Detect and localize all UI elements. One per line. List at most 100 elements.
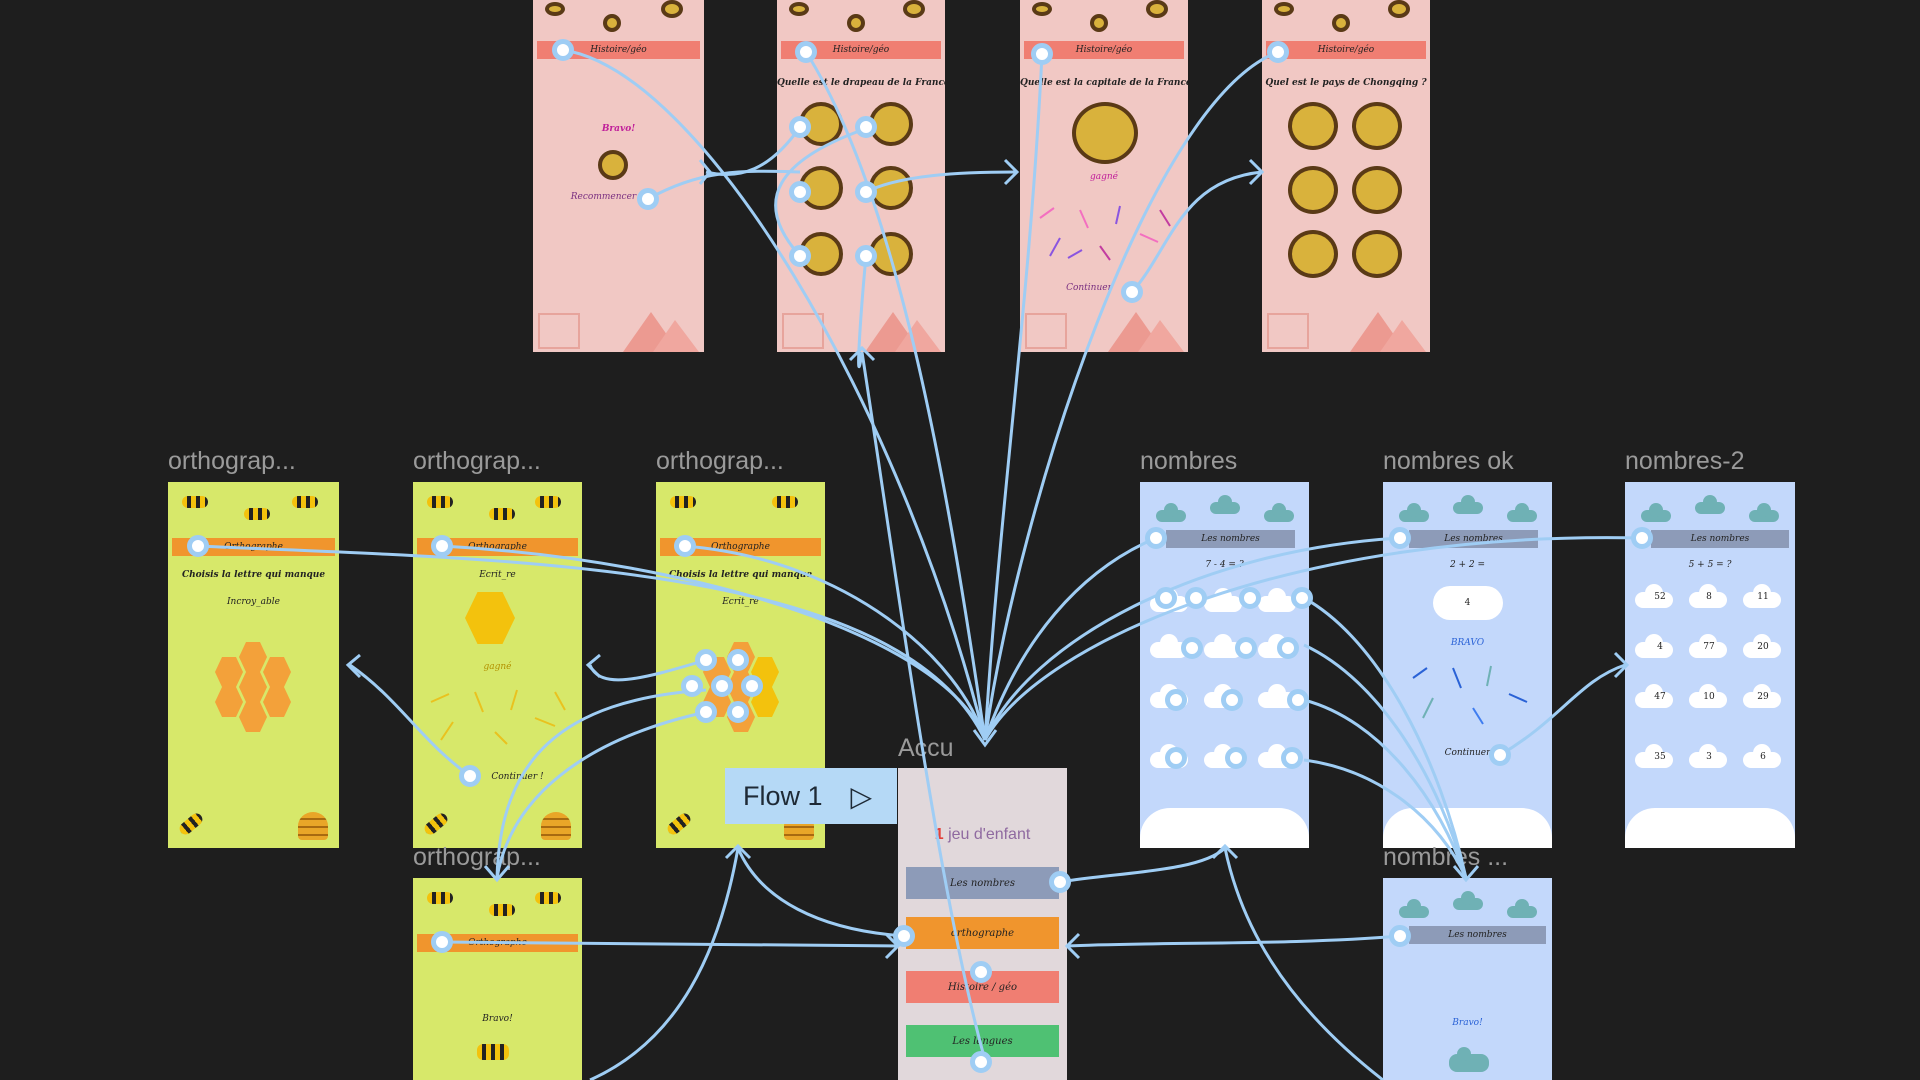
hotspot-dot[interactable] bbox=[893, 925, 915, 947]
hotspot-dot[interactable] bbox=[1145, 527, 1167, 549]
hotspot-dot[interactable] bbox=[552, 39, 574, 61]
frame-nombres-bravo[interactable]: Les nombres Bravo! bbox=[1383, 878, 1552, 1080]
bravo-text: Bravo! bbox=[601, 124, 636, 134]
hotspot-dot[interactable] bbox=[1031, 43, 1053, 65]
letter-hex-cluster[interactable] bbox=[208, 642, 298, 732]
country-choice[interactable] bbox=[1352, 102, 1402, 150]
frame-histoire-4[interactable]: Histoire/géo Quel est le pays de Chongqi… bbox=[1262, 0, 1430, 352]
hotspot-dot[interactable] bbox=[1185, 587, 1207, 609]
hotspot-dot[interactable] bbox=[855, 181, 877, 203]
answer-cloud[interactable] bbox=[1635, 584, 1673, 608]
coin-icon bbox=[903, 0, 925, 18]
hotspot-dot[interactable] bbox=[674, 535, 696, 557]
hotspot-dot[interactable] bbox=[789, 116, 811, 138]
hotspot-dot[interactable] bbox=[1221, 689, 1243, 711]
country-choice[interactable] bbox=[1352, 230, 1402, 278]
frame-label-nombres-ok: nombres ok bbox=[1383, 447, 1514, 475]
frame-label-accueil: Accu bbox=[898, 734, 954, 762]
scenery-footer bbox=[1267, 312, 1426, 352]
hotspot-dot[interactable] bbox=[431, 931, 453, 953]
hotspot-dot[interactable] bbox=[637, 188, 659, 210]
hotspot-dot[interactable] bbox=[741, 675, 763, 697]
hotspot-dot[interactable] bbox=[1235, 637, 1257, 659]
confetti-burst bbox=[1039, 205, 1171, 261]
hotspot-dot[interactable] bbox=[855, 245, 877, 267]
hotspot-dot[interactable] bbox=[1165, 689, 1187, 711]
answer-cloud[interactable] bbox=[1635, 744, 1673, 768]
country-choice[interactable] bbox=[1352, 166, 1402, 214]
hotspot-dot[interactable] bbox=[695, 701, 717, 723]
country-choice[interactable] bbox=[1288, 230, 1338, 278]
hotspot-dot[interactable] bbox=[695, 649, 717, 671]
hotspot-dot[interactable] bbox=[1489, 744, 1511, 766]
cloud-number: 4 bbox=[1657, 642, 1663, 652]
frame-nombres-2[interactable]: Les nombres 5 + 5 = ? 52 8 11 4 77 20 47… bbox=[1625, 482, 1795, 848]
hotspot-dot[interactable] bbox=[1121, 281, 1143, 303]
hotspot-dot[interactable] bbox=[1389, 527, 1411, 549]
frame-accueil[interactable]: 1 jeu d'enfant Les nombres orthographe H… bbox=[898, 768, 1067, 1080]
flow-start-button[interactable]: Flow 1 ▷ bbox=[725, 768, 897, 824]
frame-label-nombres-2: nombres-2 bbox=[1625, 447, 1745, 475]
hotspot-dot[interactable] bbox=[1291, 587, 1313, 609]
hotspot-dot[interactable] bbox=[1389, 925, 1411, 947]
answer-cloud[interactable] bbox=[1743, 584, 1781, 608]
hotspot-dot[interactable] bbox=[970, 1051, 992, 1073]
frame-ortho-4[interactable]: Orthographe Bravo! bbox=[413, 878, 582, 1080]
coin-icon bbox=[1032, 2, 1052, 16]
hotspot-dot[interactable] bbox=[681, 675, 703, 697]
bee-icon bbox=[489, 508, 515, 520]
hotspot-dot[interactable] bbox=[711, 675, 733, 697]
answer-cloud[interactable] bbox=[1689, 634, 1727, 658]
cloud-icon bbox=[1453, 891, 1483, 910]
hotspot-dot[interactable] bbox=[1239, 587, 1261, 609]
france-flag-coin bbox=[1072, 102, 1138, 164]
success-text: gagné bbox=[483, 662, 512, 672]
hotspot-dot[interactable] bbox=[1287, 689, 1309, 711]
question-text: Quelle est le drapeau de la France ? bbox=[777, 78, 945, 88]
answer-cloud[interactable] bbox=[1689, 744, 1727, 768]
answer-cloud[interactable] bbox=[1743, 744, 1781, 768]
cloud-icon bbox=[1264, 503, 1294, 522]
answer-cloud[interactable] bbox=[1689, 584, 1727, 608]
continue-link[interactable]: Continuer bbox=[1066, 283, 1112, 293]
hotspot-dot[interactable] bbox=[795, 41, 817, 63]
scenery-footer bbox=[782, 312, 941, 352]
answer-cloud[interactable] bbox=[1635, 684, 1673, 708]
country-choice[interactable] bbox=[1288, 166, 1338, 214]
hotspot-dot[interactable] bbox=[1181, 637, 1203, 659]
hotspot-dot[interactable] bbox=[459, 765, 481, 787]
hotspot-dot[interactable] bbox=[1165, 747, 1187, 769]
menu-button-orthographe[interactable]: orthographe bbox=[906, 917, 1059, 949]
hotspot-dot[interactable] bbox=[187, 535, 209, 557]
hotspot-dot[interactable] bbox=[970, 961, 992, 983]
hotspot-dot[interactable] bbox=[1281, 747, 1303, 769]
answer-cloud[interactable] bbox=[1743, 684, 1781, 708]
hotspot-dot[interactable] bbox=[789, 245, 811, 267]
answer-cloud[interactable] bbox=[1635, 634, 1673, 658]
hotspot-dot[interactable] bbox=[1049, 871, 1071, 893]
cloud-number: 11 bbox=[1757, 592, 1769, 602]
hotspot-dot[interactable] bbox=[855, 116, 877, 138]
hotspot-dot[interactable] bbox=[1277, 637, 1299, 659]
cloud-icon bbox=[1399, 899, 1429, 918]
cloud-ground bbox=[1140, 808, 1309, 848]
country-choice[interactable] bbox=[1288, 102, 1338, 150]
continue-link[interactable]: Continuer bbox=[1444, 748, 1491, 758]
recommencer-link[interactable]: Recommencer bbox=[570, 192, 637, 202]
answer-cloud[interactable] bbox=[1743, 634, 1781, 658]
hotspot-dot[interactable] bbox=[431, 535, 453, 557]
hotspot-dot[interactable] bbox=[727, 649, 749, 671]
frame-header-bar: Les nombres bbox=[1651, 530, 1789, 548]
frame-label-ortho-2: orthograp... bbox=[413, 447, 541, 475]
hotspot-dot[interactable] bbox=[1155, 587, 1177, 609]
cloud-number: 8 bbox=[1706, 592, 1712, 602]
hotspot-dot[interactable] bbox=[1225, 747, 1247, 769]
hotspot-dot[interactable] bbox=[789, 181, 811, 203]
menu-button-nombres[interactable]: Les nombres bbox=[906, 867, 1059, 899]
hotspot-dot[interactable] bbox=[1267, 41, 1289, 63]
answer-cloud[interactable] bbox=[1204, 588, 1242, 612]
hotspot-dot[interactable] bbox=[1631, 527, 1653, 549]
hotspot-dot[interactable] bbox=[727, 701, 749, 723]
answer-cloud[interactable] bbox=[1689, 684, 1727, 708]
